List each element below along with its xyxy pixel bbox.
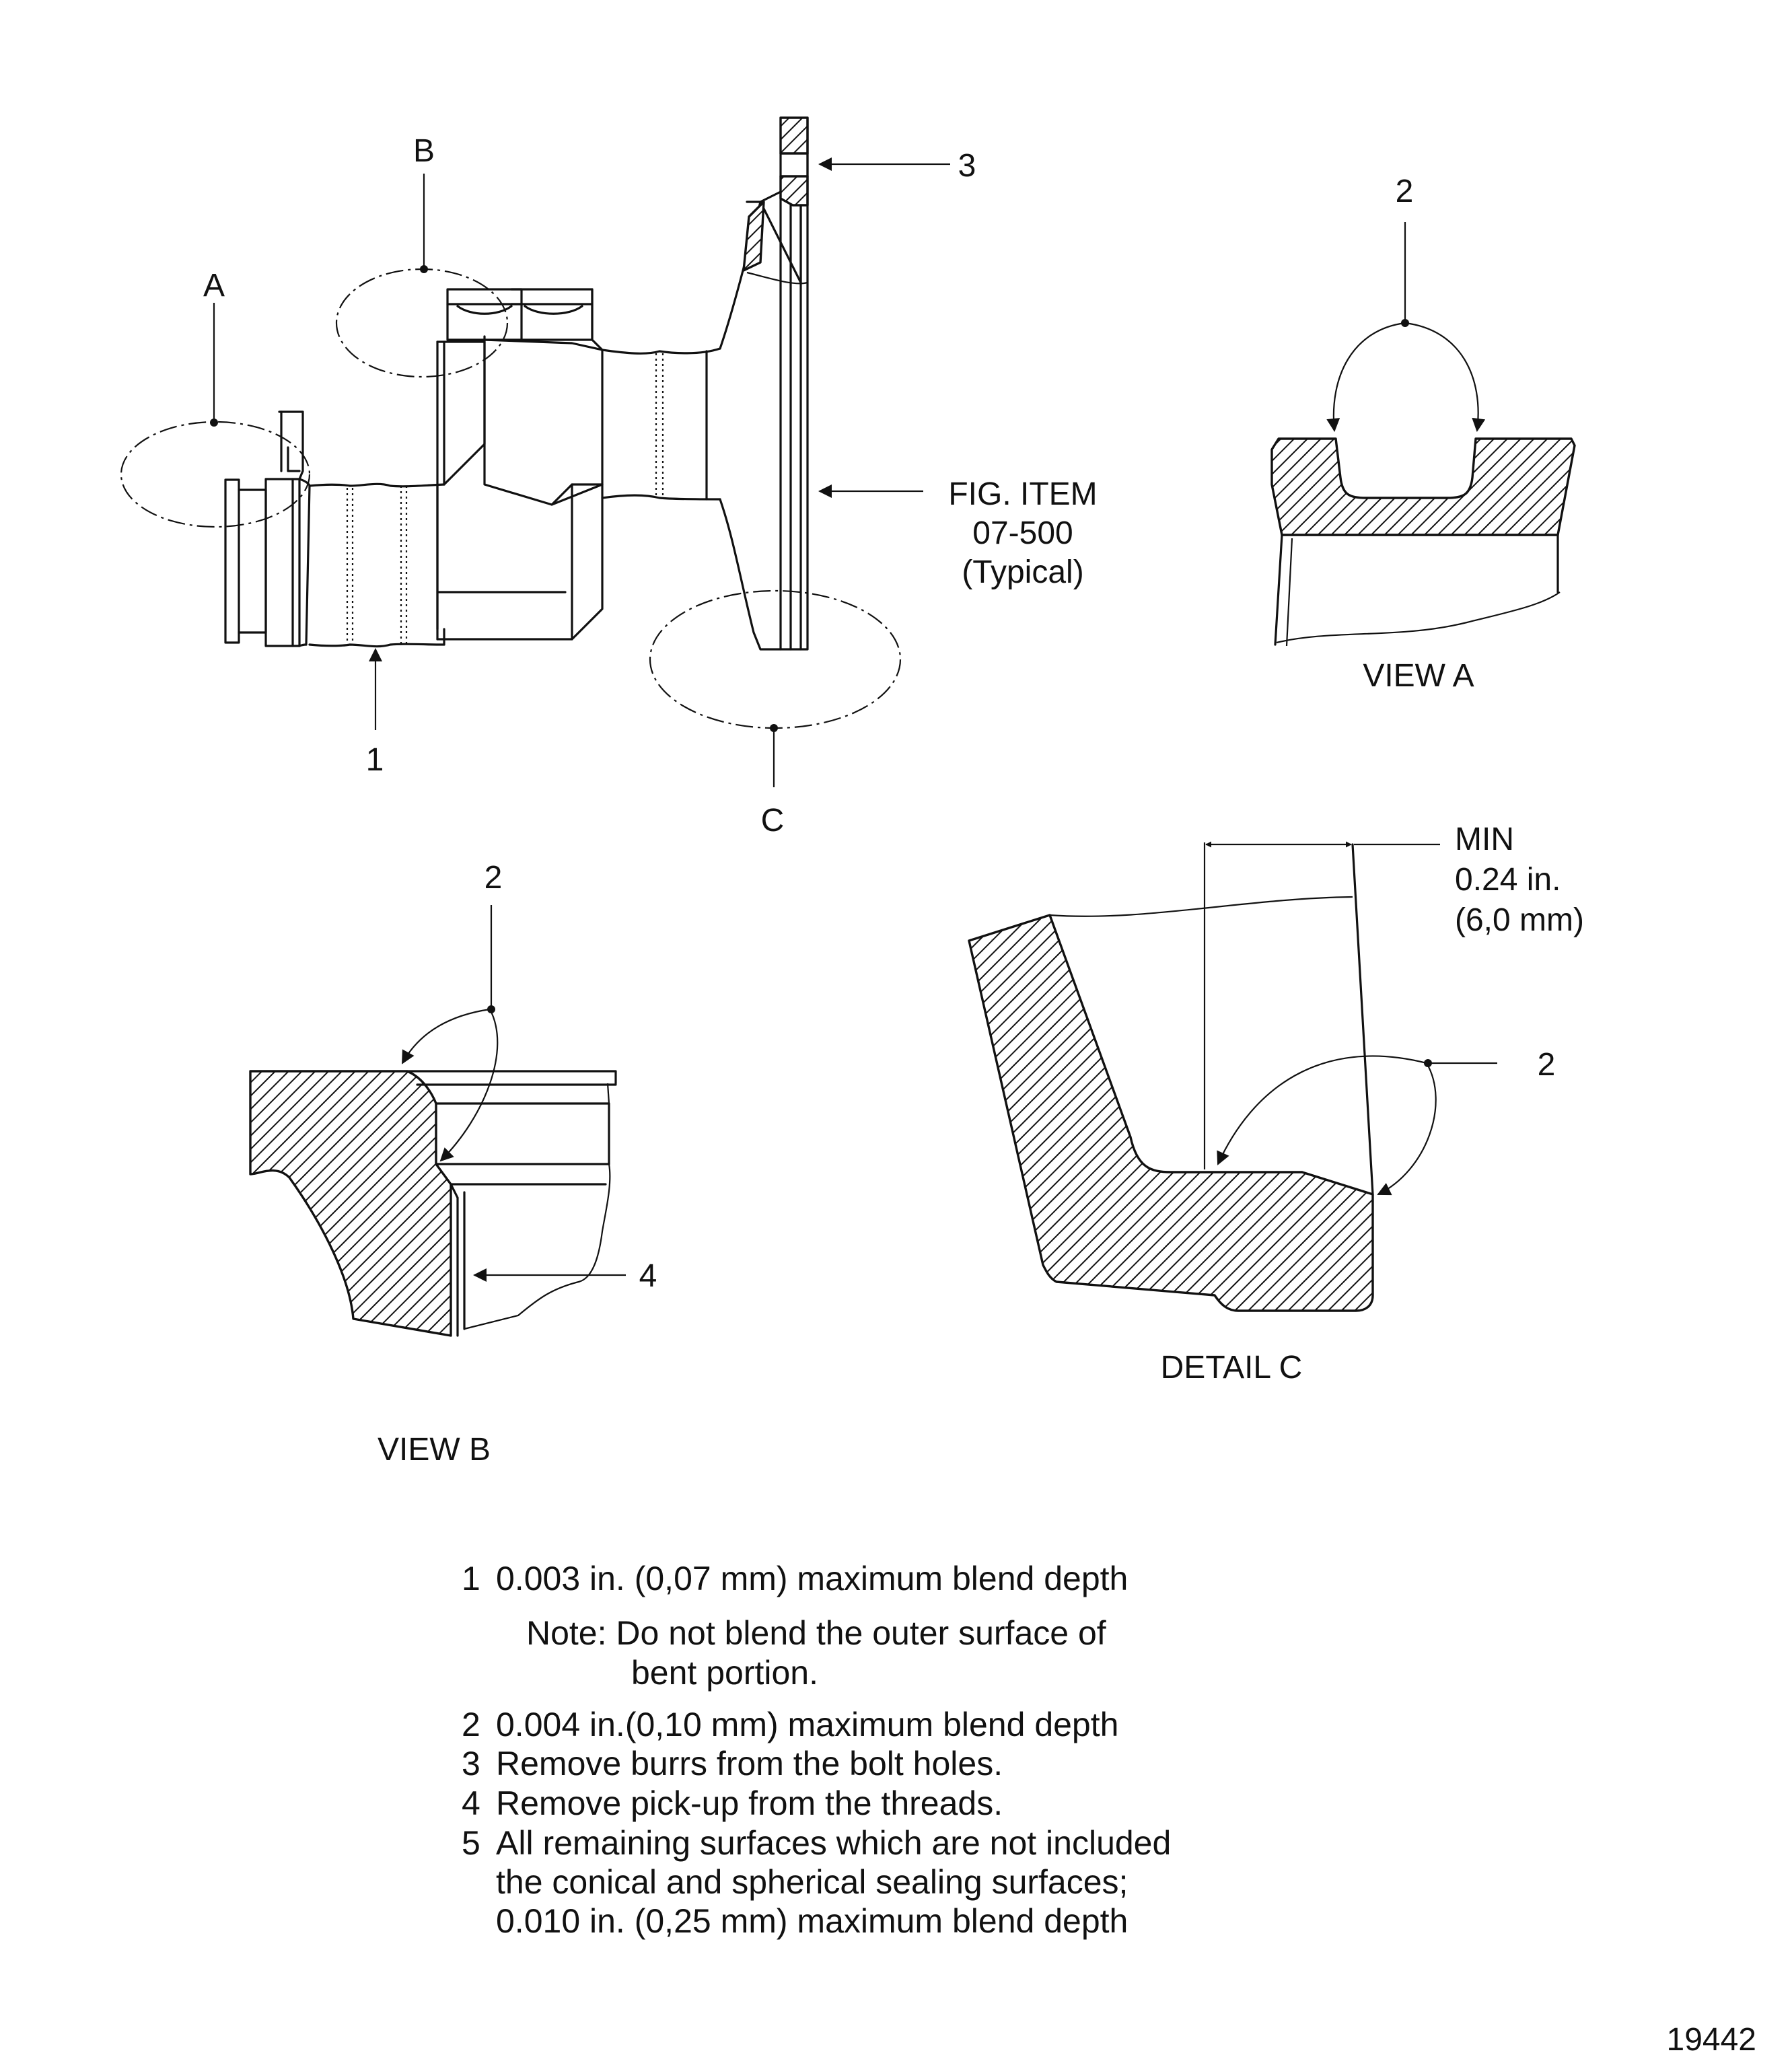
detail-c-min-line1: MIN — [1455, 822, 1514, 857]
note-5-text: All remaining surfaces which are not inc… — [496, 1824, 1171, 1862]
item-3-label: 3 — [958, 148, 976, 184]
callout-label-a: A — [203, 268, 225, 303]
note-3-text: Remove burrs from the bolt holes. — [496, 1745, 1003, 1782]
note-4-text: Remove pick-up from the threads. — [496, 1784, 1003, 1822]
callout-label-c: C — [761, 803, 785, 838]
view-b-caption: VIEW B — [378, 1432, 491, 1468]
detail-c: MIN 0.24 in. (6,0 mm) 2 DETAIL C — [968, 822, 1584, 1385]
conical-flange — [719, 116, 809, 651]
note-1-sub-a: Note: Do not blend the outer surface of — [526, 1614, 1106, 1652]
figure-number: 19442 — [1667, 2022, 1756, 2058]
corrugated-tube-1 — [298, 478, 445, 648]
note-2-num: 2 — [462, 1706, 480, 1743]
note-2-text: 0.004 in.(0,10 mm) maximum blend depth — [496, 1706, 1118, 1743]
callout-circle-a — [120, 421, 311, 528]
view-b-item-2: 2 — [485, 860, 503, 896]
note-4-num: 4 — [462, 1784, 480, 1822]
callout-circle-c — [649, 589, 902, 729]
note-3-num: 3 — [462, 1745, 480, 1782]
view-b: 2 4 VIEW B — [249, 860, 657, 1468]
fig-item-line3: (Typical) — [962, 554, 1083, 590]
note-1-sub-b: bent portion. — [631, 1654, 818, 1692]
detail-c-min-line2: 0.24 in. — [1455, 862, 1561, 898]
notes-list: 1 0.003 in. (0,07 mm) maximum blend dept… — [462, 1560, 1171, 1940]
callout-circle-b — [335, 268, 509, 378]
corrugated-tube-2 — [601, 347, 721, 501]
detail-c-min-line3: (6,0 mm) — [1455, 902, 1584, 938]
detail-c-item-2: 2 — [1538, 1047, 1556, 1083]
note-5-cont-a: the conical and spherical sealing surfac… — [496, 1863, 1128, 1901]
view-a: 2 VIEW A — [1270, 174, 1576, 694]
note-1-num: 1 — [462, 1560, 480, 1597]
view-b-item-4: 4 — [639, 1258, 657, 1294]
note-5-num: 5 — [462, 1824, 480, 1862]
callout-label-b: B — [413, 133, 435, 169]
top-nut — [446, 288, 604, 351]
elbow-body — [436, 335, 604, 646]
main-assembly-view: A B C 1 3 FIG. ITEM 07-500 (Typical) — [120, 116, 1098, 838]
fig-item-line2: 07-500 — [972, 515, 1073, 551]
item-1-label: 1 — [366, 742, 384, 778]
view-a-item-2: 2 — [1396, 174, 1414, 209]
left-end-fitting — [224, 410, 304, 647]
fig-item-line1: FIG. ITEM — [948, 476, 1097, 512]
detail-c-caption: DETAIL C — [1161, 1350, 1303, 1385]
note-1-text: 0.003 in. (0,07 mm) maximum blend depth — [496, 1560, 1128, 1597]
note-5-cont-b: 0.010 in. (0,25 mm) maximum blend depth — [496, 1902, 1128, 1940]
view-a-caption: VIEW A — [1363, 658, 1474, 694]
